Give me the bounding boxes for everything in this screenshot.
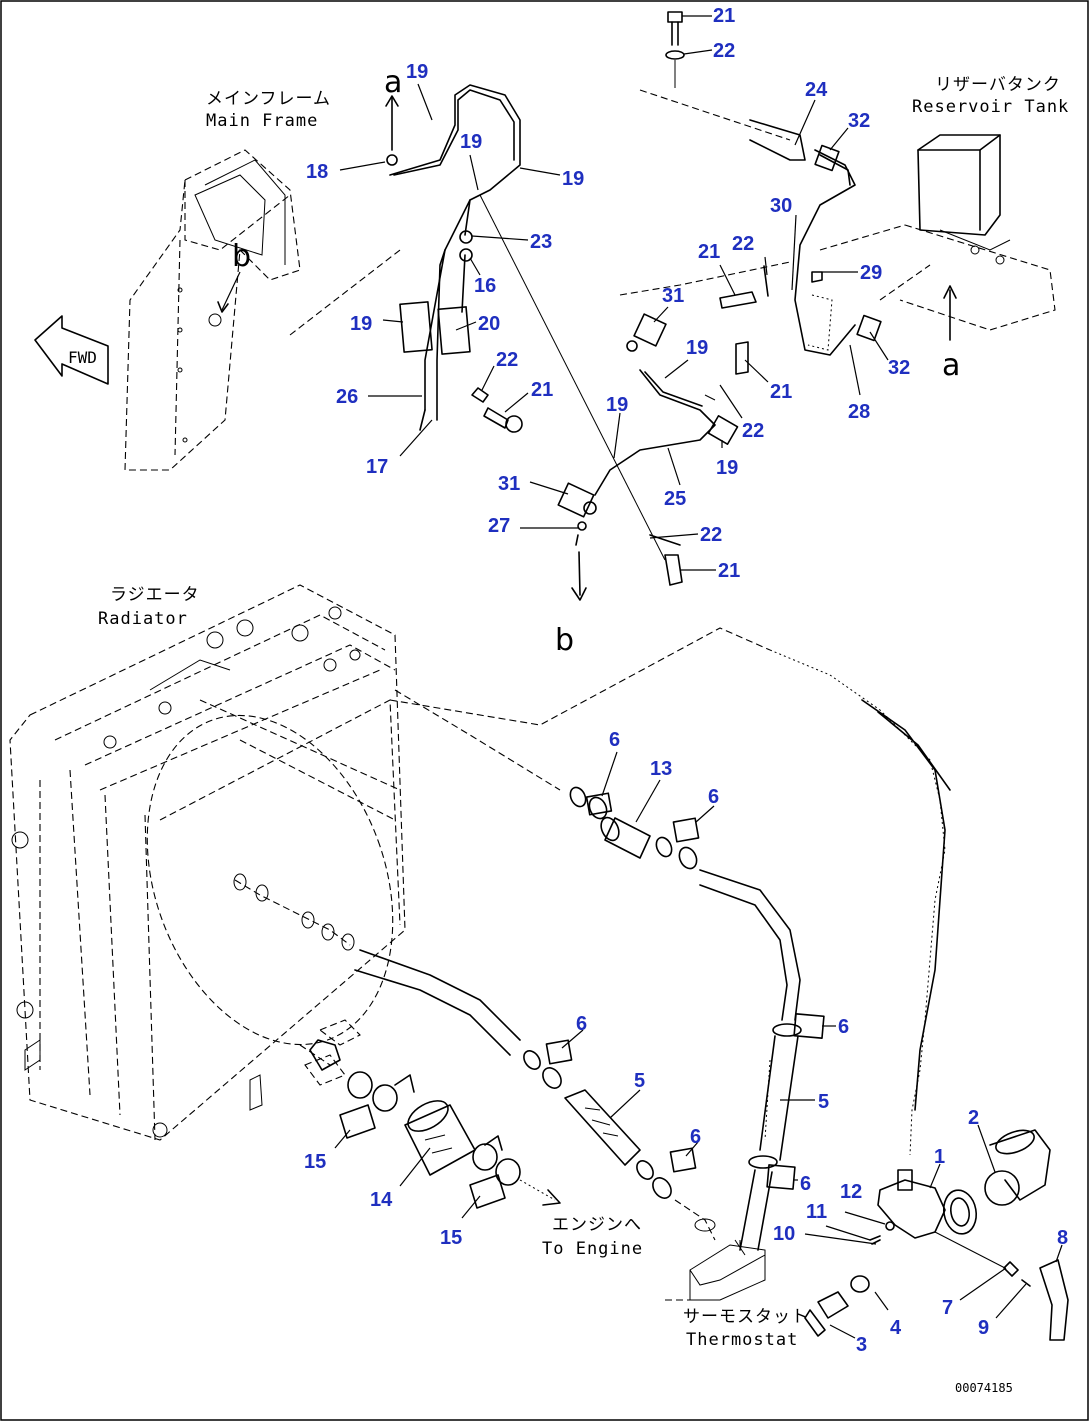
svg-text:b: b bbox=[555, 623, 574, 658]
callout-6: 6 bbox=[609, 729, 620, 751]
callout-31: 31 bbox=[498, 473, 520, 495]
callout-5: 5 bbox=[634, 1070, 645, 1092]
callout-30: 30 bbox=[770, 195, 792, 217]
engine-label-jp: エンジンへ bbox=[552, 1215, 642, 1235]
callout-2: 2 bbox=[968, 1107, 979, 1129]
callout-19: 19 bbox=[716, 457, 738, 479]
radiator-label-jp: ラジエータ bbox=[110, 585, 200, 605]
callout-9: 9 bbox=[978, 1317, 989, 1339]
overflow-hose-outline bbox=[861, 699, 951, 1111]
mark-b-upper: b bbox=[217, 239, 251, 313]
callout-6: 6 bbox=[838, 1016, 849, 1038]
callout-20: 20 bbox=[478, 313, 500, 335]
callout-10: 10 bbox=[773, 1223, 795, 1245]
callouts: 21 22 24 32 30 21 22 29 31 19 21 32 22 2… bbox=[304, 5, 1068, 1356]
reservoir-label-jp: リザーバタンク bbox=[935, 75, 1061, 95]
callout-21: 21 bbox=[770, 381, 792, 403]
drawing-number: 00074185 bbox=[955, 1381, 1013, 1395]
vertical-pipe bbox=[739, 1013, 825, 1251]
callout-22: 22 bbox=[742, 420, 764, 442]
callout-11: 11 bbox=[806, 1201, 827, 1223]
overflow-hose-path bbox=[769, 649, 946, 1156]
callout-6: 6 bbox=[690, 1126, 701, 1148]
callout-5: 5 bbox=[818, 1091, 829, 1113]
callout-21: 21 bbox=[718, 560, 740, 582]
callout-18: 18 bbox=[306, 161, 328, 183]
to-engine-arrow bbox=[519, 1179, 561, 1206]
callout-21: 21 bbox=[713, 5, 735, 27]
upper-radiator-hose bbox=[394, 689, 801, 1021]
main-frame-drawing bbox=[124, 149, 401, 471]
callout-13: 13 bbox=[650, 758, 672, 780]
callout-14: 14 bbox=[370, 1189, 393, 1211]
callout-17: 17 bbox=[366, 456, 388, 478]
callout-6: 6 bbox=[576, 1013, 587, 1035]
callout-19: 19 bbox=[350, 313, 372, 335]
jp-en-labels: メインフレーム Main Frame リザーバタンク Reservoir Tan… bbox=[98, 75, 1069, 1395]
reservoir-hose-assembly bbox=[665, 11, 882, 375]
callout-21: 21 bbox=[531, 379, 553, 401]
callout-16: 16 bbox=[474, 275, 496, 297]
callout-28: 28 bbox=[848, 401, 870, 423]
thermostat-label-en: Thermostat bbox=[686, 1330, 798, 1350]
callout-27: 27 bbox=[488, 515, 510, 537]
callout-32: 32 bbox=[848, 110, 870, 132]
svg-text:a: a bbox=[384, 65, 402, 100]
callout-8: 8 bbox=[1057, 1227, 1068, 1249]
main-frame-label-en: Main Frame bbox=[206, 111, 318, 131]
callout-29: 29 bbox=[860, 262, 882, 284]
radiator-drawing bbox=[9, 584, 406, 1141]
callout-7: 7 bbox=[942, 1297, 953, 1319]
callout-4: 4 bbox=[890, 1317, 902, 1339]
fwd-arrow: FWD bbox=[34, 315, 109, 385]
upper-left-hose-assembly: a bbox=[384, 65, 523, 433]
callout-15: 15 bbox=[304, 1151, 326, 1173]
callout-25: 25 bbox=[664, 488, 686, 510]
callout-24: 24 bbox=[805, 79, 828, 101]
guide-lines bbox=[479, 89, 931, 561]
radiator-label-en: Radiator bbox=[98, 609, 188, 629]
callout-19: 19 bbox=[406, 61, 428, 83]
callout-26: 26 bbox=[336, 386, 358, 408]
outlet-fitting-assembly bbox=[804, 1129, 1069, 1341]
callout-6: 6 bbox=[708, 786, 719, 808]
overflow-guide-path bbox=[389, 627, 771, 726]
callout-22: 22 bbox=[732, 233, 754, 255]
middle-hose-assembly: b bbox=[555, 313, 739, 658]
callout-22: 22 bbox=[700, 524, 722, 546]
callout-31: 31 bbox=[662, 285, 684, 307]
lower-radiator-hose bbox=[233, 873, 716, 1241]
callout-22: 22 bbox=[496, 349, 518, 371]
svg-text:a: a bbox=[942, 348, 960, 383]
engine-hose-assembly bbox=[299, 1039, 521, 1209]
callout-19: 19 bbox=[686, 337, 708, 359]
callout-19: 19 bbox=[562, 168, 584, 190]
reservoir-label-en: Reservoir Tank bbox=[912, 97, 1069, 117]
callout-1: 1 bbox=[934, 1146, 945, 1168]
svg-text:b: b bbox=[232, 239, 251, 274]
callout-23: 23 bbox=[530, 231, 552, 253]
callout-3: 3 bbox=[856, 1334, 867, 1356]
reservoir-tank-drawing: a bbox=[899, 134, 1056, 383]
callout-19: 19 bbox=[460, 131, 482, 153]
callout-32: 32 bbox=[888, 357, 910, 379]
callout-12: 12 bbox=[840, 1181, 862, 1203]
callout-21: 21 bbox=[698, 241, 720, 263]
callout-19: 19 bbox=[606, 394, 628, 416]
thermostat-housing bbox=[665, 1218, 766, 1301]
callout-6: 6 bbox=[800, 1173, 811, 1195]
main-frame-label-jp: メインフレーム bbox=[206, 89, 331, 109]
callout-22: 22 bbox=[713, 40, 735, 62]
fwd-label: FWD bbox=[68, 348, 97, 367]
engine-label-en: To Engine bbox=[542, 1239, 643, 1259]
thermostat-label-jp: サーモスタット bbox=[683, 1307, 809, 1327]
callout-15: 15 bbox=[440, 1227, 462, 1249]
